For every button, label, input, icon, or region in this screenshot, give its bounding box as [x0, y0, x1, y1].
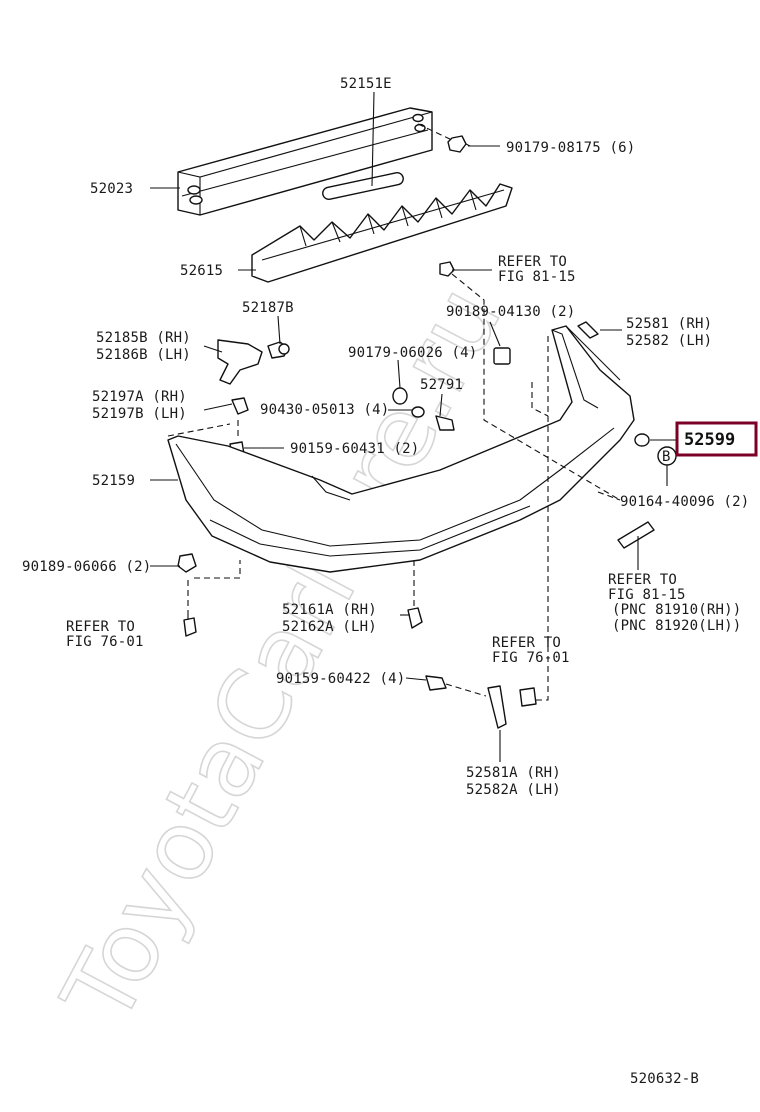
- label-90189-04130: 90189-04130 (2): [446, 304, 575, 320]
- label-refer-to-2: REFER TO: [608, 572, 677, 588]
- lower-fastener-icons: [177, 553, 447, 691]
- highlighted-part[interactable]: 52599: [675, 421, 758, 457]
- label-52582: 52582 (LH): [626, 333, 712, 349]
- label-fig-76-01-1: FIG 76-01: [66, 634, 144, 650]
- assembly-dashed-lines: [167, 123, 621, 701]
- label-90189-06066: 90189-06066 (2): [22, 559, 151, 575]
- label-90179-06026: 90179-06026 (4): [348, 345, 477, 361]
- marker-b-label: B: [662, 449, 671, 465]
- label-52615: 52615: [180, 263, 223, 279]
- bumper-cover-drawing: [167, 325, 635, 573]
- label-52161A: 52161A (RH): [282, 602, 377, 618]
- label-90159-60431: 90159-60431 (2): [290, 441, 419, 457]
- label-refer-to-3: REFER TO: [66, 619, 135, 635]
- label-52151E: 52151E: [340, 76, 392, 92]
- label-fig-81-15-1: FIG 81-15: [498, 269, 576, 285]
- label-52186B: 52186B (LH): [96, 347, 191, 363]
- side-retainer-drawing: [487, 685, 537, 729]
- energy-absorber-drawing: [251, 183, 513, 283]
- reflector-drawing: [617, 521, 655, 549]
- grommet-icon: [634, 433, 650, 447]
- label-52581A: 52581A (RH): [466, 765, 561, 781]
- label-52162A: 52162A (LH): [282, 619, 377, 635]
- label-90430-05013: 90430-05013 (4): [260, 402, 389, 418]
- label-fig-81-15-2: FIG 81-15: [608, 587, 686, 603]
- label-90159-60422: 90159-60422 (4): [276, 671, 405, 687]
- label-fig-76-01-2: FIG 76-01: [492, 650, 570, 666]
- label-52159: 52159: [92, 473, 135, 489]
- retainer-drawing: [577, 321, 599, 339]
- bumper-bracket-drawing: [217, 339, 290, 385]
- bumper-strip-drawing: [322, 172, 404, 200]
- highlight-label[interactable]: 52599: [684, 430, 735, 450]
- label-52187B: 52187B: [242, 300, 294, 316]
- label-52197B: 52197B (LH): [92, 406, 187, 422]
- label-pnc-81920: (PNC 81920(LH)): [612, 618, 741, 634]
- leader-lines: [150, 91, 680, 762]
- label-52023: 52023: [90, 181, 133, 197]
- figure-code: 520632-B: [630, 1071, 699, 1087]
- label-52582A: 52582A (LH): [466, 782, 561, 798]
- part-labels: 52151E 90179-08175 (6) 52023 52615 REFER…: [22, 76, 749, 1087]
- label-90179-08175: 90179-08175 (6): [506, 140, 635, 156]
- rear-bumper-reinforcement-drawing: [177, 107, 433, 216]
- label-52197A: 52197A (RH): [92, 389, 187, 405]
- label-pnc-81910: (PNC 81910(RH)): [612, 602, 741, 618]
- label-refer-to-1: REFER TO: [498, 254, 567, 270]
- label-52581: 52581 (RH): [626, 316, 712, 332]
- label-refer-to-4: REFER TO: [492, 635, 561, 651]
- screw-clip-icon: [439, 261, 511, 365]
- label-52791: 52791: [420, 377, 463, 393]
- highlight-box[interactable]: [675, 421, 758, 457]
- label-90164-40096: 90164-40096 (2): [620, 494, 749, 510]
- label-52185B: 52185B (RH): [96, 330, 191, 346]
- bolt-icon: [447, 135, 471, 153]
